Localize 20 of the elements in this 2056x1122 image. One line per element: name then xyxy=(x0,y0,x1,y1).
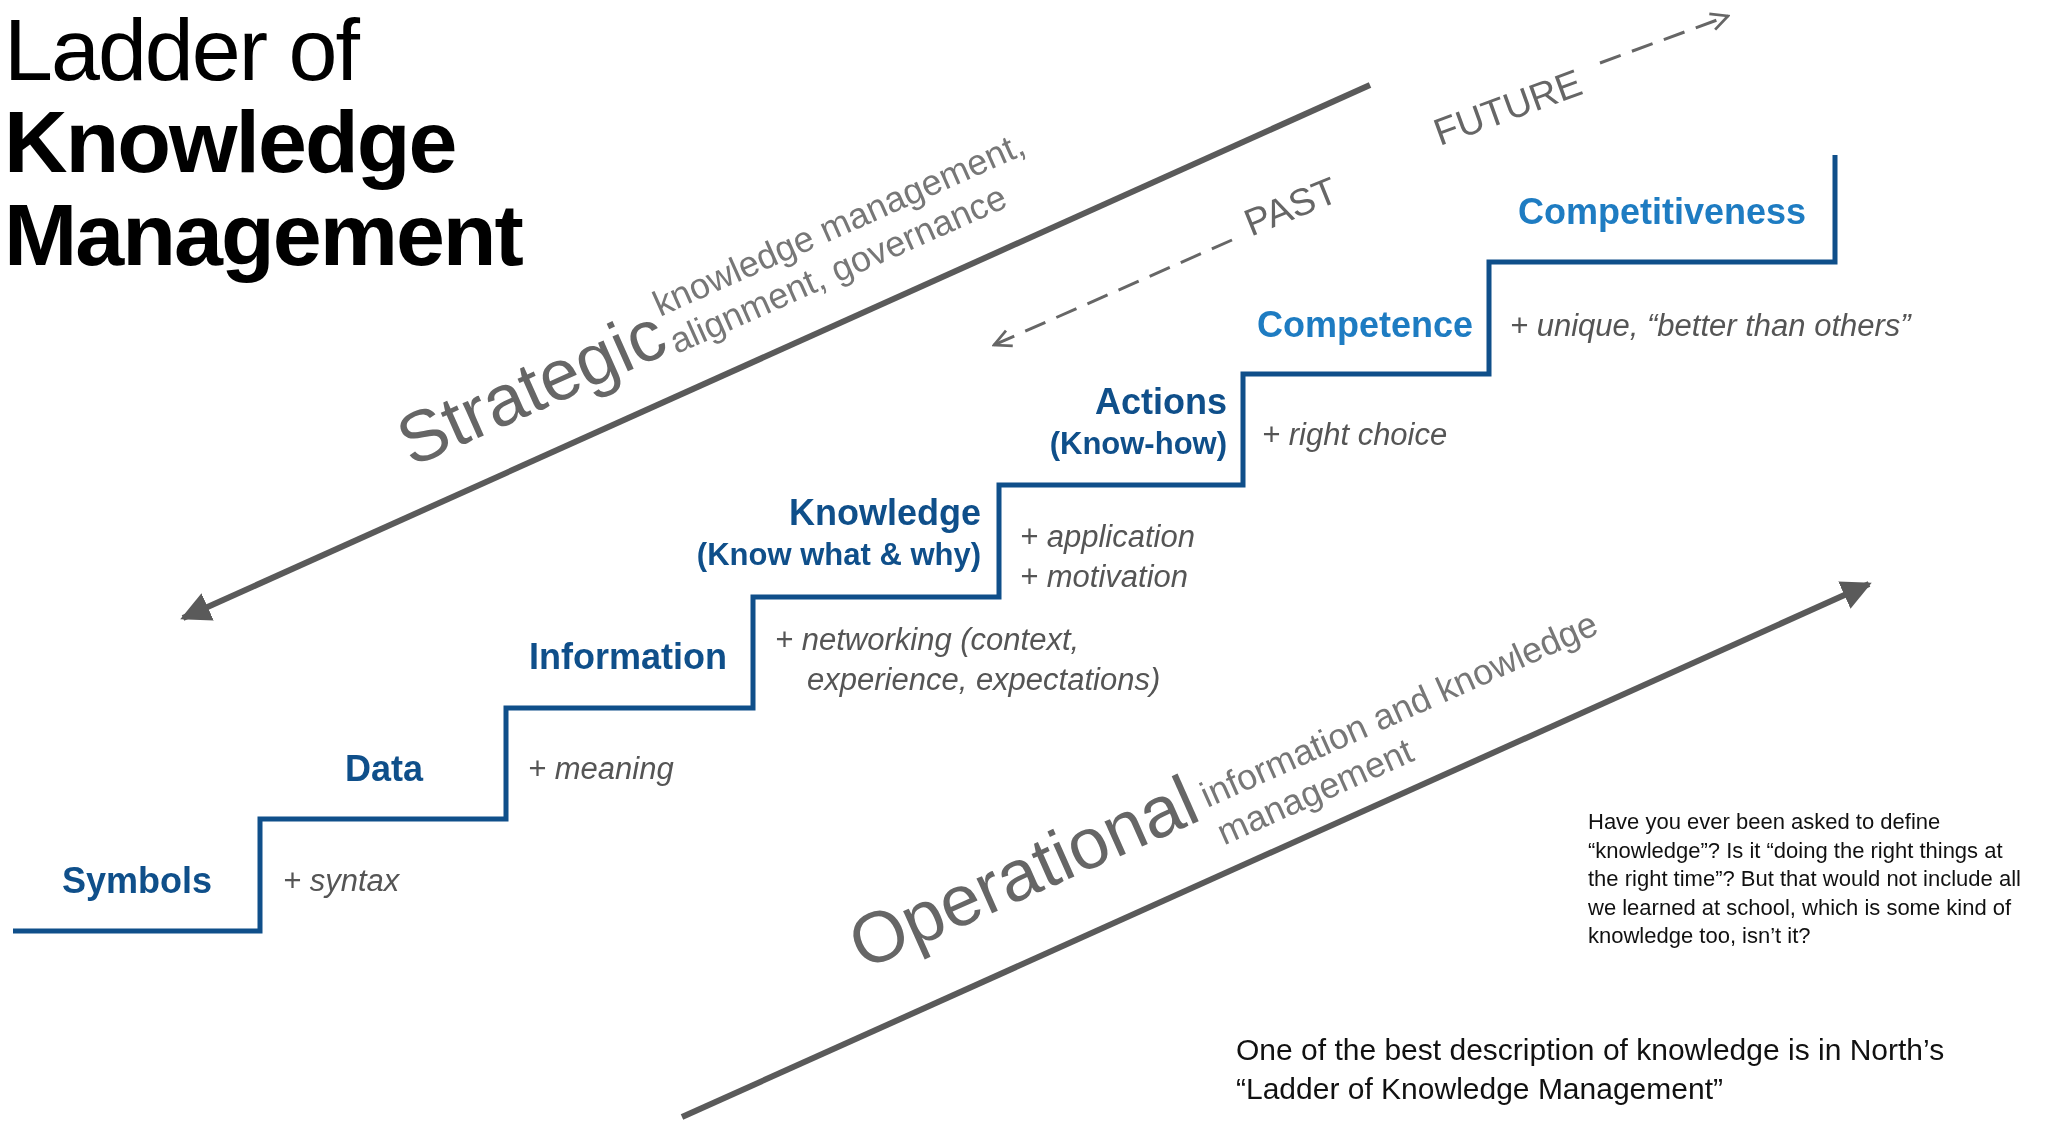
step-note: + meaning xyxy=(528,749,674,788)
direction-label: PAST xyxy=(1238,169,1344,245)
step-label: Knowledge xyxy=(789,492,981,534)
step-label: Symbols xyxy=(61,860,212,902)
title: Ladder of Knowledge Management xyxy=(4,4,524,282)
step-label: Competence xyxy=(1256,304,1473,346)
caption-text: One of the best description of knowledge is in North’s “Ladder of Knowledge Management” xyxy=(1236,1032,1946,1107)
step-label: Actions xyxy=(1095,381,1227,423)
step-label: Competitiveness xyxy=(1517,191,1806,233)
step-sublabel: (Know-how) xyxy=(1049,426,1227,462)
step-note: + motivation xyxy=(1020,557,1188,596)
step-label: Information xyxy=(529,636,727,678)
note-paragraph: Have you ever been asked to define “knowledge”? Is it “doing the right things at the right time”? But that would not include all we learned at school, which is some kind of knowledge too, isn’t it? xyxy=(1588,808,2022,951)
step-sublabel: (Know what & why) xyxy=(696,537,981,573)
step-label: Data xyxy=(344,748,423,790)
step-note: + unique, “better than others” xyxy=(1510,306,1911,345)
step-note: + networking (context, experience, expectations) xyxy=(775,621,1162,700)
step-note: + right choice xyxy=(1262,415,1448,454)
step-note: + syntax xyxy=(283,861,400,900)
step-note: + application xyxy=(1020,517,1195,556)
